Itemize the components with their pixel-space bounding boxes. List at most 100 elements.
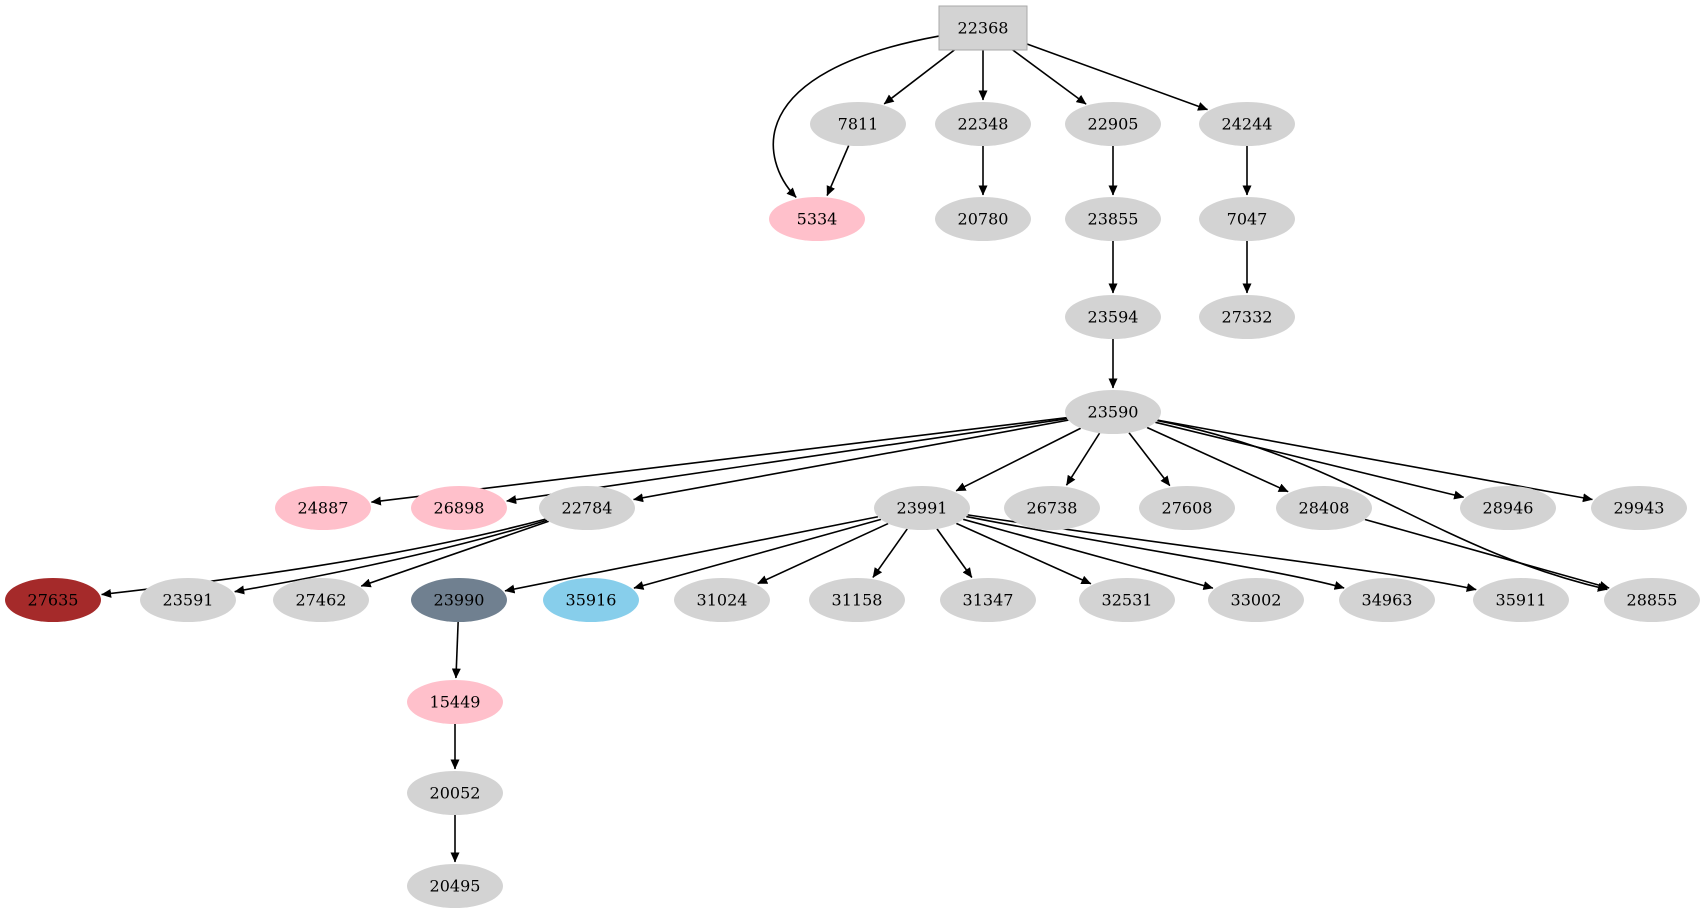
graph-node-20780: 20780 — [935, 197, 1031, 241]
node-label-24244: 24244 — [1222, 115, 1273, 134]
node-label-20780: 20780 — [958, 210, 1009, 229]
graph-node-22784: 22784 — [539, 486, 635, 530]
graph-node-28408: 28408 — [1276, 486, 1372, 530]
node-shape-26898 — [411, 486, 507, 530]
node-label-33002: 33002 — [1231, 591, 1282, 610]
graph-node-7047: 7047 — [1199, 197, 1295, 241]
edge-22368-24244 — [1026, 43, 1208, 111]
node-shape-23991 — [874, 486, 970, 530]
edge-22368-22905 — [1012, 49, 1087, 105]
node-shape-24887 — [275, 486, 371, 530]
node-label-24887: 24887 — [298, 499, 349, 518]
node-shape-28855 — [1604, 578, 1700, 622]
node-shape-35911 — [1473, 578, 1569, 622]
node-label-35911: 35911 — [1496, 591, 1547, 610]
graph-node-31158: 31158 — [809, 578, 905, 622]
graph-node-35916: 35916 — [543, 578, 639, 622]
graph-node-22905: 22905 — [1065, 102, 1161, 146]
edge-23991-35916 — [633, 518, 882, 590]
graph-node-27635: 27635 — [5, 578, 101, 622]
graph-node-23991: 23991 — [874, 486, 970, 530]
node-shape-28946 — [1460, 486, 1556, 530]
edge-23590-29943 — [1157, 419, 1593, 503]
graph-node-27332: 27332 — [1199, 295, 1295, 339]
node-label-34963: 34963 — [1362, 591, 1413, 610]
node-label-35916: 35916 — [566, 591, 617, 610]
node-label-26898: 26898 — [434, 499, 485, 518]
node-label-31347: 31347 — [963, 591, 1014, 610]
graph-node-24244: 24244 — [1199, 102, 1295, 146]
node-label-5334: 5334 — [797, 210, 838, 229]
node-shape-27332 — [1199, 295, 1295, 339]
node-label-22784: 22784 — [562, 499, 613, 518]
node-shape-33002 — [1208, 578, 1304, 622]
edge-22784-27462 — [360, 520, 549, 588]
edge-22368-5334 — [772, 35, 940, 199]
node-shape-20780 — [935, 197, 1031, 241]
graph-node-23990: 23990 — [411, 578, 507, 622]
edge-23990-15449 — [451, 621, 461, 679]
graph-node-28855: 28855 — [1604, 578, 1700, 622]
graph-node-27608: 27608 — [1139, 486, 1235, 530]
node-label-29943: 29943 — [1614, 499, 1665, 518]
node-shape-22905 — [1065, 102, 1161, 146]
node-shape-7811 — [810, 102, 906, 146]
graph-node-35911: 35911 — [1473, 578, 1569, 622]
edge-23991-31024 — [757, 522, 889, 585]
graph-node-26738: 26738 — [1004, 486, 1100, 530]
edge-23991-31347 — [936, 528, 973, 578]
node-shape-23590 — [1065, 390, 1161, 434]
node-label-27462: 27462 — [296, 591, 347, 610]
node-label-31158: 31158 — [832, 591, 883, 610]
edge-23991-33002 — [962, 518, 1214, 590]
graph-node-7811: 7811 — [810, 102, 906, 146]
edge-23590-28855 — [1157, 419, 1608, 592]
node-label-20052: 20052 — [430, 784, 481, 803]
node-shape-27635 — [5, 578, 101, 622]
node-shape-35916 — [543, 578, 639, 622]
edge-23590-26738 — [1065, 432, 1101, 486]
node-shape-22368 — [938, 5, 1028, 51]
node-shape-23594 — [1065, 295, 1161, 339]
node-label-22348: 22348 — [958, 115, 1009, 134]
graph-node-5334: 5334 — [769, 197, 865, 241]
graph-node-34963: 34963 — [1339, 578, 1435, 622]
node-label-28946: 28946 — [1483, 499, 1534, 518]
node-shape-23990 — [411, 578, 507, 622]
node-label-27635: 27635 — [28, 591, 79, 610]
node-shape-24244 — [1199, 102, 1295, 146]
graph-node-23590: 23590 — [1065, 390, 1161, 434]
node-shape-34963 — [1339, 578, 1435, 622]
edge-23590-27608 — [1128, 432, 1171, 487]
edge-22368-7811 — [883, 49, 955, 105]
node-label-7047: 7047 — [1227, 210, 1268, 229]
graph-node-28946: 28946 — [1460, 486, 1556, 530]
node-label-26738: 26738 — [1027, 499, 1078, 518]
graph-node-20052: 20052 — [407, 771, 503, 815]
edge-23991-23990 — [504, 515, 879, 594]
graph-node-23594: 23594 — [1065, 295, 1161, 339]
node-shape-27608 — [1139, 486, 1235, 530]
node-label-15449: 15449 — [430, 693, 481, 712]
node-shape-23591 — [140, 578, 236, 622]
graph-node-20495: 20495 — [407, 864, 503, 908]
node-label-22905: 22905 — [1088, 115, 1139, 134]
edge-23590-24887 — [370, 416, 1067, 506]
edge-23590-23991 — [955, 427, 1082, 492]
node-label-32531: 32531 — [1102, 591, 1153, 610]
node-label-23591: 23591 — [163, 591, 214, 610]
node-shape-7047 — [1199, 197, 1295, 241]
node-label-23990: 23990 — [434, 591, 485, 610]
node-label-28408: 28408 — [1299, 499, 1350, 518]
node-label-20495: 20495 — [430, 877, 481, 896]
graph-node-24887: 24887 — [275, 486, 371, 530]
edge-23590-28946 — [1155, 421, 1465, 500]
graph-node-23591: 23591 — [140, 578, 236, 622]
node-shape-28408 — [1276, 486, 1372, 530]
edge-23590-22784 — [633, 419, 1069, 503]
edge-28408-28855 — [1364, 518, 1610, 590]
edge-23991-32531 — [955, 522, 1092, 585]
node-shape-31024 — [674, 578, 770, 622]
